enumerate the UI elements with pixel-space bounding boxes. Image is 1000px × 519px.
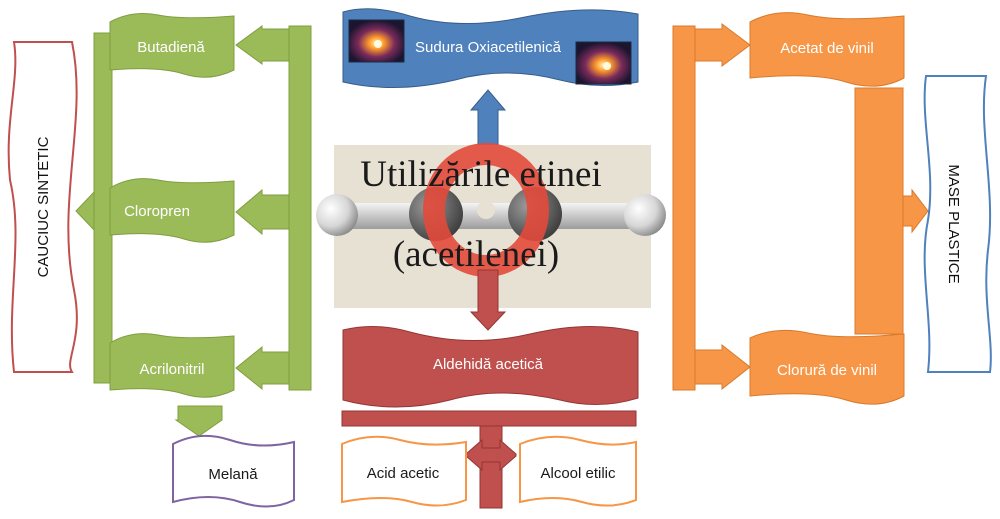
top-center-group: Sudura Oxiacetilenică	[342, 8, 639, 149]
label-cloropren: Cloropren	[124, 203, 190, 220]
cauciuc-sintetic-shape	[7, 41, 78, 373]
label-acid-acetic: Acid acetic	[367, 465, 440, 482]
welding-photo-icon-left	[348, 19, 405, 63]
molecule-image-icon	[316, 143, 666, 277]
right-left-vertical-bar	[672, 25, 696, 391]
banner-sudura	[342, 8, 639, 89]
cauciuc-sintetic-label: CAUCIUC SINTETIC	[35, 136, 52, 277]
left-vertical-bar	[93, 32, 113, 384]
product-bar	[341, 410, 637, 427]
banner-acid-acetic	[341, 435, 467, 507]
right-vertical-bar	[288, 25, 312, 391]
right-group: Acetat de vinil Clorură de vinil MASE PL…	[672, 12, 992, 405]
arrow-to-mase-plastice	[902, 188, 929, 234]
label-acetat-vinil: Acetat de vinil	[780, 40, 873, 57]
arrow-to-acetat	[694, 23, 751, 67]
arrow-to-butadiena	[235, 25, 290, 65]
title-line2: (acetilenei)	[393, 234, 559, 275]
title-line1: Utilizările etinei	[360, 154, 601, 195]
welding-photo-icon-right	[575, 41, 632, 85]
banner-clorura-vinil	[749, 329, 905, 405]
label-clorura-vinil: Clorură de vinil	[777, 362, 877, 379]
banner-cloropren	[109, 178, 235, 243]
right-collector-bar	[854, 87, 904, 335]
label-butadiena: Butadienă	[137, 39, 205, 56]
banner-aldehida	[342, 325, 639, 408]
mase-plastice-label: MASE PLASTICE	[945, 164, 962, 283]
label-acrilonitril: Acrilonitril	[139, 361, 204, 378]
mase-plastice-shape	[923, 75, 992, 373]
arrow-to-clorura	[694, 343, 751, 391]
left-group: CAUCIUC SINTETIC Butadienă Cloropren Acr…	[7, 13, 312, 508]
label-sudura: Sudura Oxiacetilenică	[415, 39, 562, 56]
arrow-to-cauciuc	[75, 188, 97, 234]
label-alcool-etilic: Alcool etilic	[540, 465, 616, 482]
title-panel: Utilizările etinei (acetilenei)	[316, 143, 666, 308]
arrow-to-cloropren	[235, 188, 290, 236]
bottom-center-group: Aldehidă acetică Acid acetic Alcool etil…	[341, 269, 639, 509]
product-stem	[479, 425, 503, 509]
banner-butadiena	[109, 13, 235, 78]
double-arrow	[465, 438, 517, 472]
banner-alcool-etilic	[519, 435, 637, 507]
arrow-to-melana	[174, 405, 223, 437]
banner-acrilonitril	[109, 333, 235, 398]
banner-melana	[172, 434, 295, 508]
label-aldehida: Aldehidă acetică	[433, 356, 544, 373]
arrow-to-sudura	[469, 89, 507, 149]
arrow-to-acrilonitril	[235, 345, 290, 391]
banner-acetat-vinil	[749, 12, 905, 87]
arrow-to-aldehida	[469, 269, 507, 331]
label-melana: Melană	[208, 466, 258, 483]
